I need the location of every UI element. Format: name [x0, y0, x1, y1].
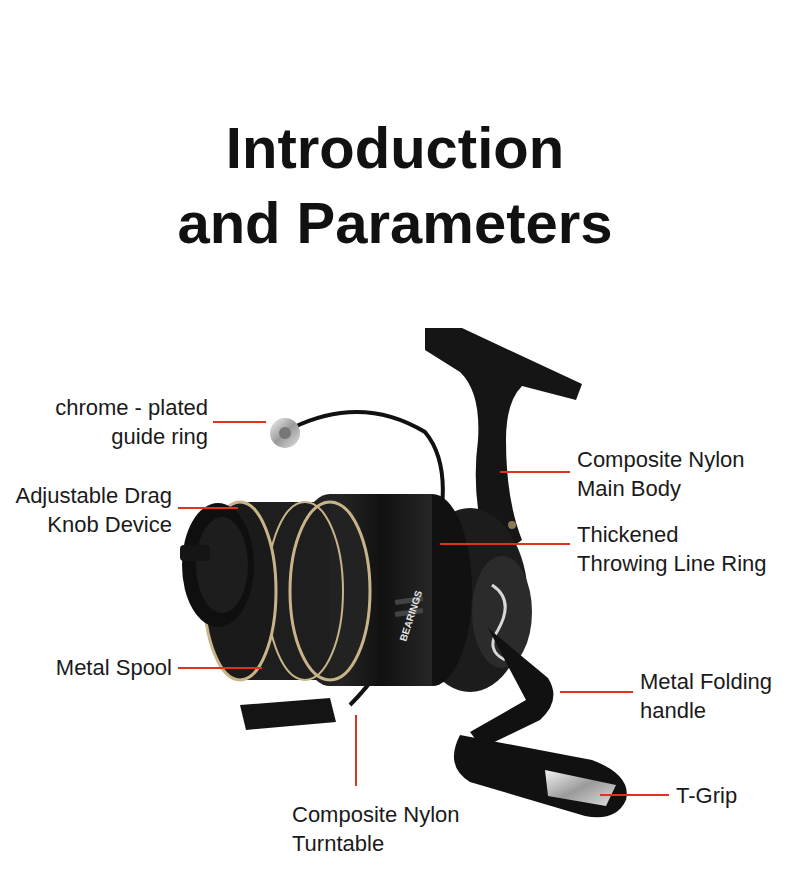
part-label: Metal Spool: [12, 653, 172, 682]
part-label: Adjustable Drag Knob Device: [7, 481, 172, 539]
part-label: Composite Nylon Turntable: [292, 800, 472, 858]
part-label: Composite Nylon Main Body: [577, 445, 757, 503]
part-label: T-Grip: [676, 781, 737, 810]
page-title: Introduction and Parameters: [172, 110, 618, 260]
part-label: Thickened Throwing Line Ring: [577, 520, 771, 578]
part-label: Metal Folding handle: [640, 667, 785, 725]
part-label: chrome - plated guide ring: [43, 393, 208, 451]
